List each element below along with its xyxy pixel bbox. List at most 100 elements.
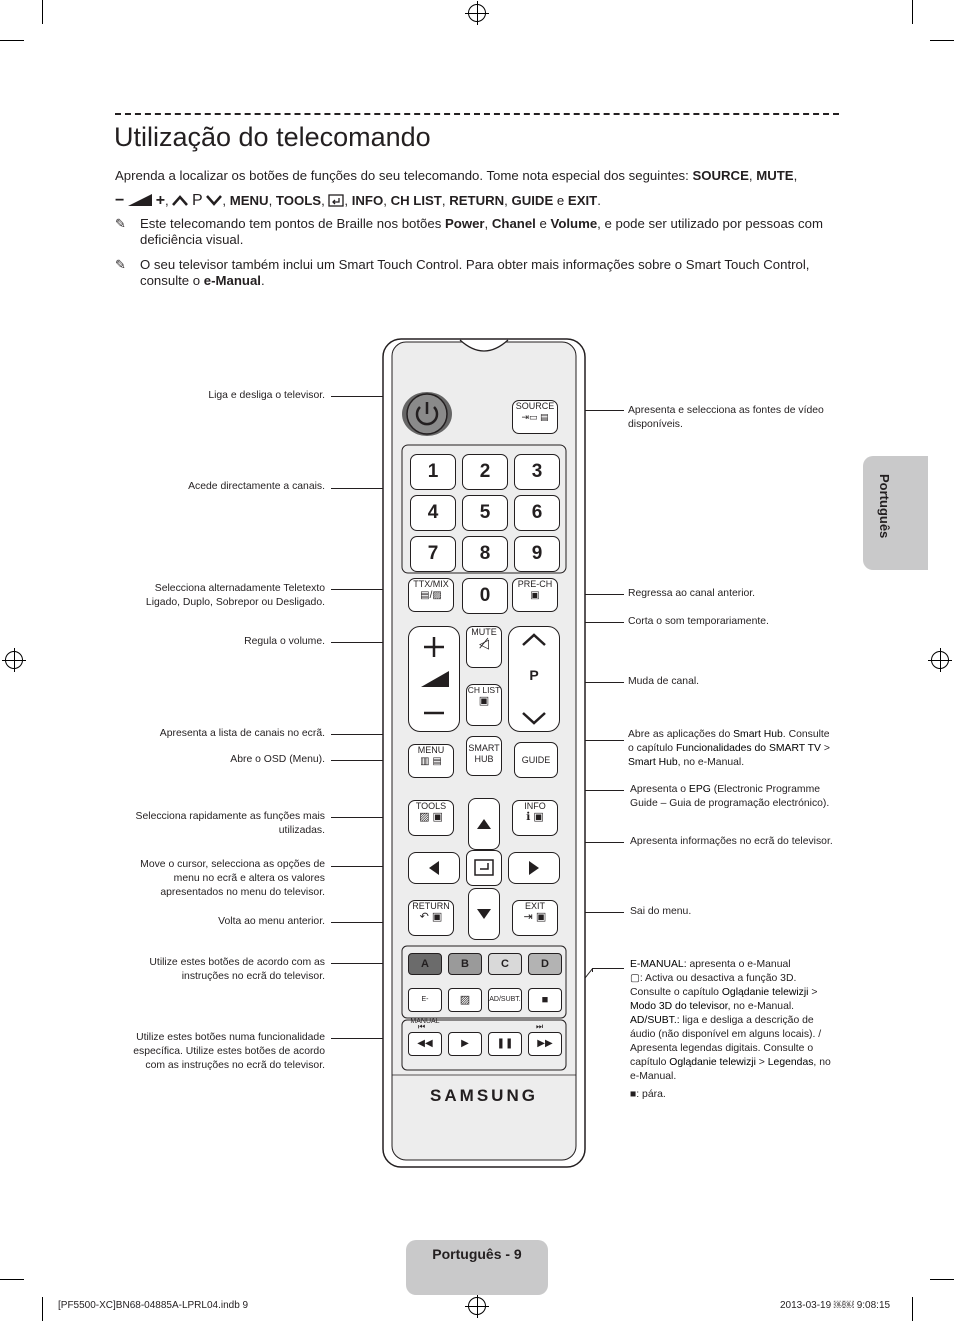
- info-icon: ℹ ▣: [526, 811, 544, 823]
- leader-line: [331, 866, 407, 867]
- chlist-term: CH LIST: [390, 193, 442, 208]
- note-part: , e pode ser utilizado por pessoas com d…: [140, 216, 823, 247]
- digit-button-0[interactable]: 0: [462, 578, 508, 614]
- label-part: , no e-Manual.: [630, 1057, 831, 1082]
- digit-button-3[interactable]: 3: [514, 454, 560, 490]
- label-return: Volta ao menu anterior.: [218, 916, 325, 927]
- label-volume: Regula o volume.: [244, 636, 325, 647]
- leader-line: [560, 410, 624, 411]
- label-3d: ▢: Activa ou desactiva a função 3D. Cons…: [630, 972, 835, 1014]
- up-button[interactable]: [468, 798, 500, 850]
- label-channel: Muda de canal.: [628, 676, 700, 687]
- note-pen-icon: ✎: [115, 257, 126, 272]
- label-part: Funcionalidades do SMART TV: [675, 743, 821, 754]
- exit-button[interactable]: EXIT ⇥ ▣: [512, 900, 558, 936]
- label-part: . Consulte o capítulo: [628, 729, 830, 754]
- left-button[interactable]: [408, 852, 460, 884]
- power-button[interactable]: [402, 392, 452, 436]
- leader-line: [560, 682, 624, 683]
- fast-forward-button[interactable]: ▶▶: [528, 1032, 562, 1056]
- tools-term: TOOLS: [275, 193, 322, 208]
- label-part: apresenta o e-Manual: [686, 959, 791, 970]
- label-function-buttons: E-MANUAL: apresenta o e-Manual ▢: Activa…: [630, 958, 835, 1102]
- separator: ,: [321, 193, 329, 208]
- teletext-icon: ▤/▨: [420, 590, 442, 601]
- label-power: Liga e desliga o televisor.: [208, 390, 325, 401]
- separator: ,: [222, 193, 230, 208]
- crop-mark: [912, 1297, 913, 1321]
- chlist-button[interactable]: CH LIST ▣: [466, 684, 502, 726]
- label-color: Utilize estes botões de acordo com as in…: [149, 957, 325, 982]
- hub-label: HUB: [474, 754, 494, 764]
- guide-button[interactable]: GUIDE: [514, 742, 558, 778]
- volume-rocker[interactable]: [408, 626, 460, 732]
- stop-button[interactable]: ■: [528, 988, 562, 1012]
- label-part: (Electronic Programme Guide – Guia de pr…: [630, 784, 830, 809]
- color-button-d[interactable]: D: [528, 953, 562, 975]
- source-button[interactable]: SOURCE ⇥▭ ▤: [512, 400, 558, 434]
- rewind-button[interactable]: ◀◀: [408, 1032, 442, 1056]
- right-button[interactable]: [508, 852, 560, 884]
- prech-button[interactable]: PRE-CH ▣: [512, 578, 558, 612]
- info-button[interactable]: INFO ℹ ▣: [512, 800, 558, 836]
- 3d-button[interactable]: ▨: [448, 988, 482, 1012]
- pause-button[interactable]: ❚❚: [488, 1032, 522, 1056]
- note-volume: Volume: [550, 216, 598, 231]
- smart-label: SMART: [468, 743, 500, 753]
- leader-line: [560, 594, 624, 595]
- smart-hub-button[interactable]: SMART HUB: [466, 736, 502, 776]
- info-term: INFO: [351, 193, 384, 208]
- menu-icon: ▥ ▤: [420, 756, 442, 767]
- mute-term: MUTE: [756, 168, 794, 183]
- emanual-button[interactable]: E-MANUAL: [408, 988, 442, 1025]
- intro-text: Aprenda a localizar os botões de funções…: [115, 168, 693, 183]
- color-button-b[interactable]: B: [448, 953, 482, 975]
- enter-button[interactable]: [466, 850, 502, 886]
- down-button[interactable]: [468, 888, 500, 940]
- tools-button[interactable]: TOOLS ▨ ▣: [408, 800, 454, 836]
- return-term: RETURN: [449, 193, 505, 208]
- page-title: Utilização do telecomando: [114, 122, 431, 152]
- registration-mark-icon: [465, 1294, 489, 1318]
- label-smarthub: Abre as aplicações do Smart Hub. Consult…: [628, 728, 833, 770]
- color-button-a[interactable]: A: [408, 953, 442, 975]
- digit-button-4[interactable]: 4: [410, 495, 456, 531]
- 3d-icon: ▨: [459, 994, 471, 1006]
- leader-line: [572, 842, 624, 843]
- channel-rocker[interactable]: P: [508, 626, 560, 732]
- digit-button-6[interactable]: 6: [514, 495, 560, 531]
- digit-button-5[interactable]: 5: [462, 495, 508, 531]
- exit-term: EXIT: [567, 193, 598, 208]
- digit-button-8[interactable]: 8: [462, 536, 508, 572]
- guide-term: GUIDE: [511, 193, 554, 208]
- return-button[interactable]: RETURN ↶ ▣: [408, 900, 454, 936]
- adsubt-button[interactable]: AD/SUBT.: [488, 988, 522, 1012]
- down-arrow-icon: [477, 909, 491, 919]
- digit-button-7[interactable]: 7: [410, 536, 456, 572]
- play-button[interactable]: ▶: [448, 1032, 482, 1056]
- digit-button-9[interactable]: 9: [514, 536, 560, 572]
- plus-symbol: +: [155, 192, 166, 209]
- digit-button-1[interactable]: 1: [410, 454, 456, 490]
- note-pen-icon: ✎: [115, 216, 126, 231]
- label-info: Apresenta informações no ecrã do televis…: [630, 836, 833, 847]
- color-button-c[interactable]: C: [488, 953, 522, 975]
- chevron-down-icon: [206, 195, 223, 206]
- leader-line: [331, 396, 399, 397]
- crop-mark: [0, 1279, 24, 1280]
- label-part: Oglądanie telewizji: [669, 1057, 756, 1068]
- leader-line: [331, 642, 407, 643]
- label-part: Apresenta o: [630, 784, 689, 795]
- digit-button-2[interactable]: 2: [462, 454, 508, 490]
- menu-button[interactable]: MENU ▥ ▤: [408, 744, 454, 778]
- guide-label: GUIDE: [521, 755, 551, 765]
- separator: ,: [383, 193, 391, 208]
- ttx-mix-button[interactable]: TTX/MIX ▤/▨: [408, 578, 454, 612]
- note-part: e: [535, 216, 551, 231]
- up-arrow-icon: [477, 819, 491, 829]
- crop-mark: [42, 0, 43, 24]
- crop-mark: [912, 0, 913, 24]
- leader-line: [592, 968, 624, 969]
- return-icon: ↶ ▣: [419, 911, 443, 923]
- mute-button[interactable]: MUTE ◁̸: [466, 626, 502, 668]
